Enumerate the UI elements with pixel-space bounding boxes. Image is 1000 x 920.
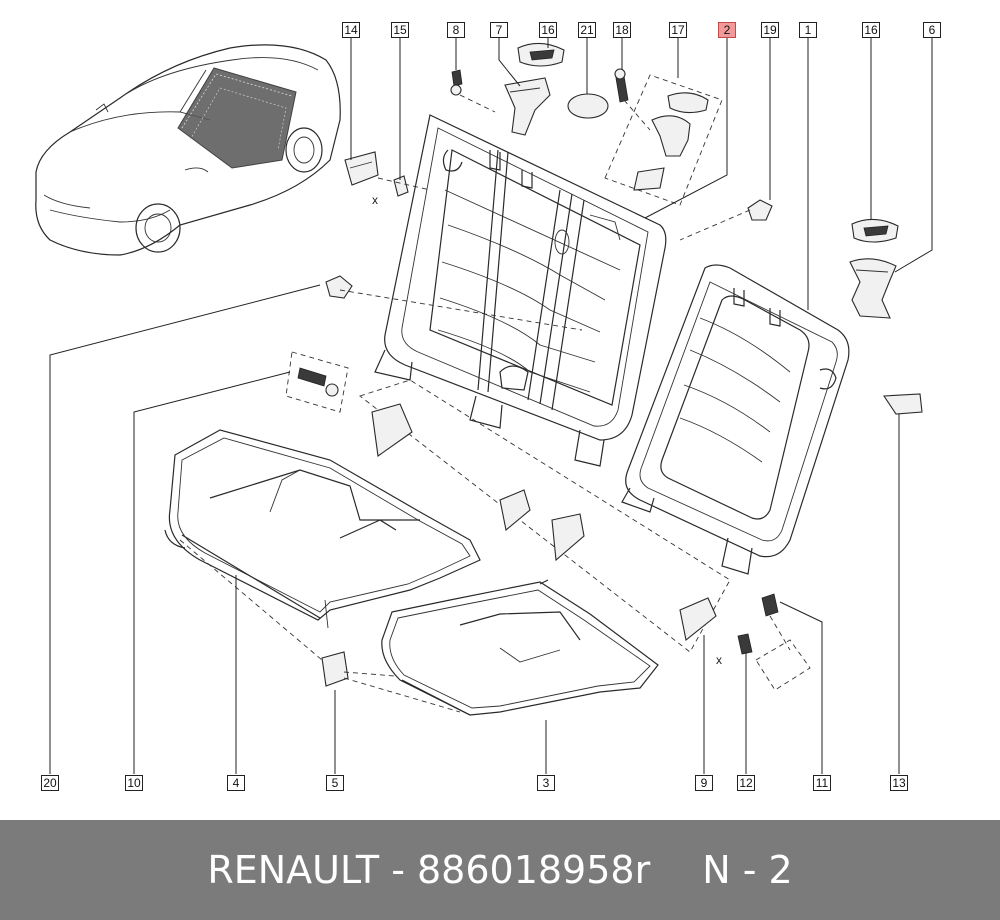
callout-1[interactable]: 1: [799, 22, 817, 38]
callout-16[interactable]: 16: [862, 22, 880, 38]
callout-20[interactable]: 20: [41, 775, 59, 791]
callout-2-highlighted[interactable]: 2: [718, 22, 736, 38]
callout-14[interactable]: 14: [342, 22, 360, 38]
parts-diagram: x x: [35, 22, 941, 791]
car-thumbnail: [35, 44, 341, 256]
cushion-frame-left: [164, 429, 481, 629]
x-marker: x: [372, 193, 378, 207]
backrest-frame-small: [621, 264, 850, 575]
assembly-lines: [179, 94, 791, 713]
backrest-frame-large: [374, 114, 667, 467]
callout-21[interactable]: 21: [578, 22, 596, 38]
callout-18[interactable]: 18: [613, 22, 631, 38]
callout-5[interactable]: 5: [326, 775, 344, 791]
callout-19[interactable]: 19: [761, 22, 779, 38]
callout-16[interactable]: 16: [539, 22, 557, 38]
diagram-reference: N - 2: [702, 848, 793, 892]
x-marker: x: [716, 653, 722, 667]
callout-12[interactable]: 12: [737, 775, 755, 791]
callout-10[interactable]: 10: [125, 775, 143, 791]
callout-3[interactable]: 3: [537, 775, 555, 791]
leader-lines: [49, 37, 933, 774]
callout-4[interactable]: 4: [227, 775, 245, 791]
callout-6[interactable]: 6: [923, 22, 941, 38]
callout-7[interactable]: 7: [490, 22, 508, 38]
callout-15[interactable]: 15: [391, 22, 409, 38]
callout-11[interactable]: 11: [813, 775, 831, 791]
part-reference: RENAULT - 886018958r: [207, 848, 651, 892]
footer-banner: RENAULT - 886018958r N - 2: [0, 820, 1000, 920]
callout-13[interactable]: 13: [890, 775, 908, 791]
small-parts: x x: [285, 42, 923, 691]
callout-8[interactable]: 8: [447, 22, 465, 38]
exploded-view-drawing: x x: [35, 37, 933, 774]
callout-17[interactable]: 17: [669, 22, 687, 38]
callout-9[interactable]: 9: [695, 775, 713, 791]
cushion-frame-right: [381, 579, 659, 716]
